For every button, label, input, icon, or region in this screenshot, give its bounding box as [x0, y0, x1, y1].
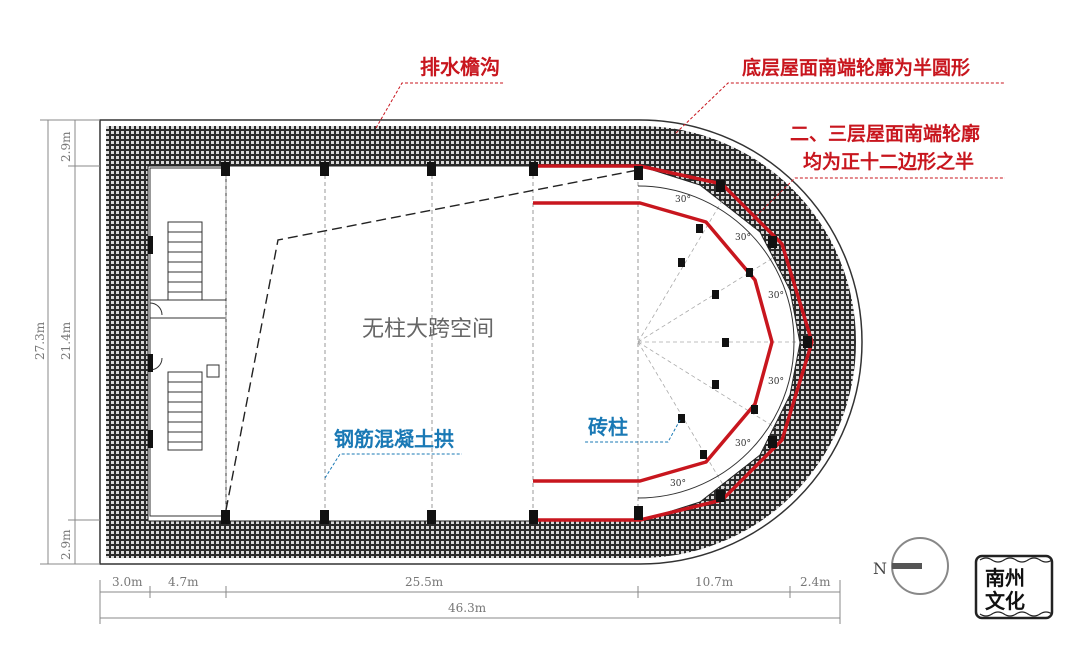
stair-zone: [149, 167, 227, 517]
bottom-dims: [99, 580, 841, 624]
angle-label: 30°: [670, 479, 686, 489]
column-grid: [225, 168, 639, 518]
north-arrow: N: [873, 537, 949, 595]
pillars: [148, 162, 812, 524]
angle-label: 30°: [768, 291, 784, 301]
dim-bottom-e: 2.4m: [800, 575, 831, 589]
dim-bottom-c: 25.5m: [405, 575, 444, 589]
left-dim-text: 2.9m 27.3m 21.4m 2.9m: [33, 131, 73, 560]
bottom-dim-text: 3.0m 4.7m 25.5m 10.7m 2.4m 46.3m: [112, 575, 831, 615]
dim-left-bottom: 2.9m: [59, 529, 73, 560]
dim-bottom-d: 10.7m: [695, 575, 734, 589]
angle-label: 30°: [675, 195, 691, 205]
leaders: [324, 82, 1005, 479]
svg-text:文化: 文化: [985, 589, 1025, 613]
north-label: N: [873, 559, 887, 578]
dim-left-middle: 21.4m: [59, 321, 73, 360]
dim-left-total: 27.3m: [33, 321, 47, 360]
left-dims: [40, 119, 100, 565]
space-label: 无柱大跨空间: [362, 317, 494, 342]
angle-label: 30°: [735, 233, 751, 243]
logo-seal: 南州 文化: [974, 554, 1054, 620]
dim-bottom-b: 4.7m: [168, 575, 199, 589]
angle-arc: [637, 185, 795, 499]
upper-roof-line1: 二、三层屋面南端轮廓: [790, 122, 980, 145]
angle-label: 30°: [768, 377, 784, 387]
arch-label: 钢筋混凝土拱: [334, 427, 454, 451]
angle-labels: 30° 30° 30° 30° 30° 30°: [670, 195, 784, 489]
upper-roof-line2: 均为正十二边形之半: [803, 150, 974, 173]
svg-text:南州: 南州: [985, 566, 1025, 590]
dim-bottom-a: 3.0m: [112, 575, 143, 589]
dim-bottom-total: 46.3m: [448, 601, 487, 615]
pillar-label: 砖柱: [588, 415, 628, 439]
bottom-roof-label: 底层屋面南端轮廓为半圆形: [742, 56, 970, 79]
gutter-label: 排水檐沟: [420, 55, 500, 79]
angle-label: 30°: [735, 439, 751, 449]
span-dash: [225, 169, 639, 511]
dim-left-top: 2.9m: [59, 131, 73, 162]
